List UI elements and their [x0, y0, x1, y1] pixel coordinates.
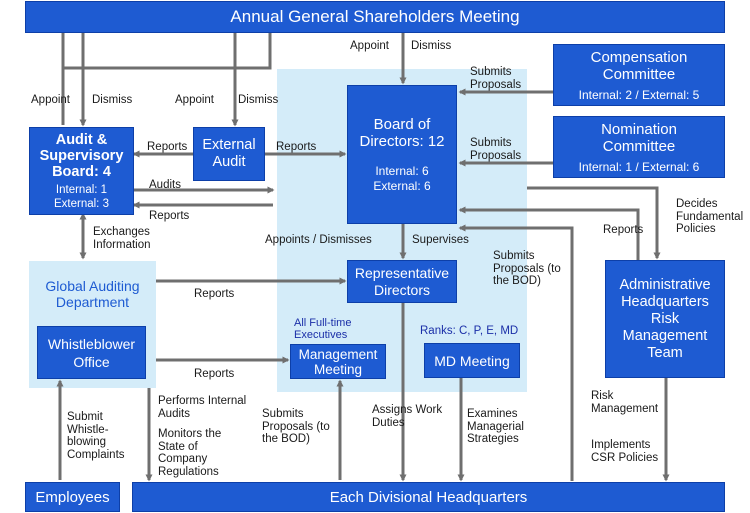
label-examines-strategies: Examines Managerial Strategies	[467, 408, 524, 445]
compensation-committee-title: Compensation Committee	[590, 48, 688, 83]
agm-box: Annual General Shareholders Meeting	[25, 1, 725, 33]
employees-box: Employees	[25, 482, 120, 512]
label-exchanges-information: Exchanges Information	[93, 226, 151, 251]
nomination-committee-detail: Internal: 1 / External: 6	[578, 159, 700, 174]
label-decides-policies: Decides Fundamental Policies	[676, 198, 744, 235]
audit-board-title: Audit & Supervisory Board: 4	[39, 131, 124, 180]
label-risk-management: Risk Management	[591, 390, 659, 415]
label-reports-global-to-rep: Reports	[194, 288, 235, 300]
whistleblower-label: Whistleblower Office	[47, 335, 136, 370]
agm-label: Annual General Shareholders Meeting	[230, 7, 520, 26]
employees-label: Employees	[35, 488, 110, 506]
label-implements-csr: Implements CSR Policies	[591, 439, 659, 464]
compensation-committee-detail: Internal: 2 / External: 5	[578, 87, 700, 102]
management-meeting-label: Management Meeting	[298, 346, 378, 377]
label-reports-external-to-bod: Reports	[276, 141, 317, 153]
label-dismiss-audit: Dismiss	[92, 94, 133, 106]
whistleblower-office-box: Whistleblower Office	[37, 326, 146, 379]
ranks-note: Ranks: C, P, E, MD	[420, 325, 519, 337]
label-appoints-dismisses: Appoints / Dismisses	[265, 234, 372, 246]
global-auditing-label: Global Auditing Department	[45, 278, 140, 310]
label-reports-admin-to-bod: Reports	[603, 224, 644, 236]
label-assigns-work-duties: Assigns Work Duties	[372, 404, 443, 429]
label-reports-to-audit-board: Reports	[149, 210, 190, 222]
full-time-executives-note: All Full-time Executives	[294, 317, 352, 341]
label-dismiss-external: Dismiss	[238, 94, 279, 106]
label-submits-proposals-nom: Submits Proposals	[470, 137, 522, 162]
label-supervises: Supervises	[412, 234, 469, 246]
label-performs-internal-audits: Performs Internal Audits	[158, 395, 247, 420]
nomination-committee-box: Nomination Committee Internal: 1 / Exter…	[553, 116, 725, 178]
label-appoint-agm: Appoint	[350, 40, 390, 52]
board-of-directors-title: Board of Directors: 12	[359, 116, 445, 150]
board-external-count: External: 6	[373, 179, 431, 193]
md-meeting-label: MD Meeting	[434, 352, 510, 369]
administrative-hq-box: Administrative Headquarters Risk Managem…	[605, 260, 725, 378]
label-audits: Audits	[149, 179, 181, 191]
label-submits-proposals-comp: Submits Proposals	[470, 66, 522, 91]
label-submits-proposals-bod-left: Submits Proposals (to the BOD)	[262, 408, 330, 445]
label-reports-external-to-audit: Reports	[147, 141, 188, 153]
label-submits-proposals-bod-right: Submits Proposals (to the BOD)	[493, 250, 561, 287]
divisional-hq-box: Each Divisional Headquarters	[132, 482, 725, 512]
external-audit-box: External Audit	[193, 127, 265, 181]
audit-board-external: External: 3	[54, 197, 109, 210]
audit-board-internal: Internal: 1	[55, 183, 108, 196]
label-appoint-audit: Appoint	[31, 94, 71, 106]
administrative-hq-label: Administrative Headquarters Risk Managem…	[619, 276, 711, 361]
label-reports-whistle-to-mgmt: Reports	[194, 368, 235, 380]
label-dismiss-agm: Dismiss	[411, 40, 452, 52]
md-meeting-box: MD Meeting	[424, 343, 520, 378]
nomination-committee-title: Nomination Committee	[601, 120, 677, 155]
board-internal-count: Internal: 6	[375, 164, 429, 178]
label-monitors-state: Monitors the State of Company Regulation…	[158, 428, 222, 478]
external-audit-label: External Audit	[202, 137, 256, 170]
global-auditing-department: Global Auditing Department	[29, 266, 156, 322]
label-submit-whistleblowing: Submit Whistle-blowing Complaints	[67, 411, 125, 461]
compensation-committee-box: Compensation Committee Internal: 2 / Ext…	[553, 44, 725, 106]
audit-supervisory-board-box: Audit & Supervisory Board: 4 Internal: 1…	[29, 127, 134, 215]
board-of-directors-box: Board of Directors: 12 Internal: 6 Exter…	[347, 85, 457, 224]
representative-directors-box: Representative Directors	[347, 260, 457, 303]
label-appoint-external: Appoint	[175, 94, 215, 106]
divisional-hq-label: Each Divisional Headquarters	[329, 488, 528, 506]
management-meeting-box: Management Meeting	[290, 344, 386, 379]
representative-directors-label: Representative Directors	[354, 264, 450, 298]
